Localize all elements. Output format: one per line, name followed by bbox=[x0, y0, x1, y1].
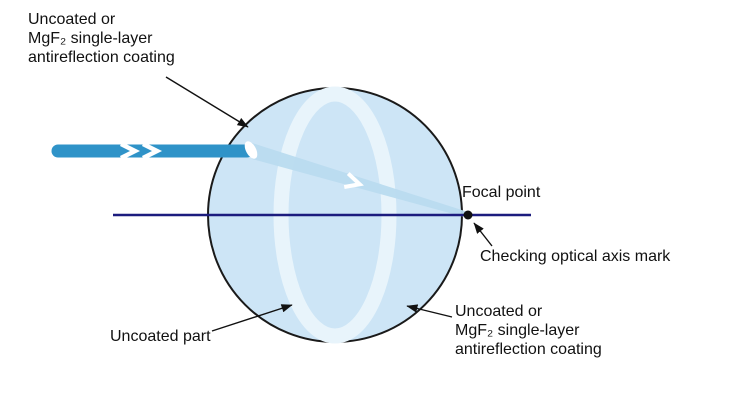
coating-bottom-label-line1: Uncoated or bbox=[455, 303, 543, 320]
focal-point-dot bbox=[463, 210, 473, 220]
refracted-beam-chevron-icon bbox=[343, 172, 364, 189]
uncoated-part-leader-line bbox=[211, 304, 293, 332]
coating-bottom-leader-line bbox=[406, 304, 453, 318]
axis-mark-leader-line bbox=[473, 222, 493, 247]
coating-top-leader-line bbox=[165, 76, 249, 128]
coating-top-label-line2: MgF₂ single-layer bbox=[28, 30, 153, 47]
focal-point-label: Focal point bbox=[462, 184, 541, 201]
beam-entry-spot bbox=[244, 141, 258, 159]
coating-bottom-label-line2: MgF₂ single-layer bbox=[455, 322, 580, 339]
beam-chevron-icon bbox=[141, 141, 163, 161]
coating-top-label-line3: antireflection coating bbox=[28, 49, 175, 66]
coating-bottom-label-line3: antireflection coating bbox=[455, 341, 602, 358]
coating-top-label-line1: Uncoated or bbox=[28, 11, 116, 28]
beam-chevron-icon bbox=[119, 141, 141, 161]
refracted-beam bbox=[252, 143, 468, 218]
axis-mark-label: Checking optical axis mark bbox=[480, 248, 671, 265]
uncoated-part-label: Uncoated part bbox=[110, 328, 211, 345]
